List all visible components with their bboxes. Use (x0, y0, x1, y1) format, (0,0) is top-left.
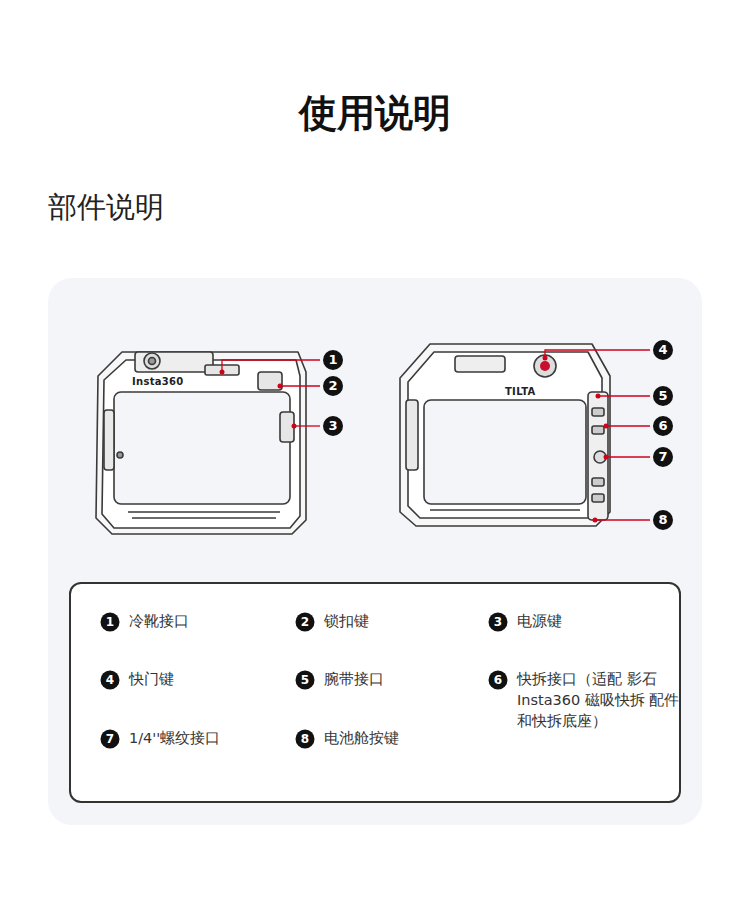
callout-number: 6 (489, 671, 508, 690)
brand-mark: TILTA (505, 386, 536, 397)
callout-number: 4 (653, 340, 673, 360)
callout-number: 7 (101, 730, 120, 749)
part-name: 快门键 (129, 669, 174, 690)
callout-number: 5 (296, 671, 315, 690)
callout-number: 8 (653, 510, 673, 530)
page-title: 使用说明 (0, 88, 750, 139)
part-name: 快拆接口（适配 影石Insta360 磁吸快拆 配件和快拆底座） (517, 669, 685, 732)
callout-number: 2 (323, 376, 343, 396)
part-name: 腕带接口 (324, 669, 384, 690)
callout-number: 2 (296, 613, 315, 632)
part-name: 电源键 (517, 611, 562, 632)
callout-number: 7 (653, 447, 673, 467)
callout-number: 4 (101, 671, 120, 690)
part-name: 冷靴接口 (129, 611, 189, 632)
brand-mark: Insta360 (132, 376, 184, 387)
callout-number: 8 (296, 730, 315, 749)
part-name: 锁扣键 (324, 611, 369, 632)
panel-ground (48, 278, 702, 825)
cage-front (96, 352, 306, 534)
part-name: 电池舱按键 (324, 728, 399, 749)
cage-back (400, 344, 610, 526)
section-heading: 部件说明 (48, 188, 164, 228)
leader-dots (220, 356, 609, 523)
callout-number: 1 (323, 350, 343, 370)
leader-lines (222, 350, 650, 520)
callout-number: 5 (653, 386, 673, 406)
part-name: 1/4''螺纹接口 (129, 728, 220, 749)
callout-number: 3 (489, 613, 508, 632)
callout-number: 1 (101, 613, 120, 632)
callout-number: 6 (653, 416, 673, 436)
callout-number: 3 (323, 416, 343, 436)
